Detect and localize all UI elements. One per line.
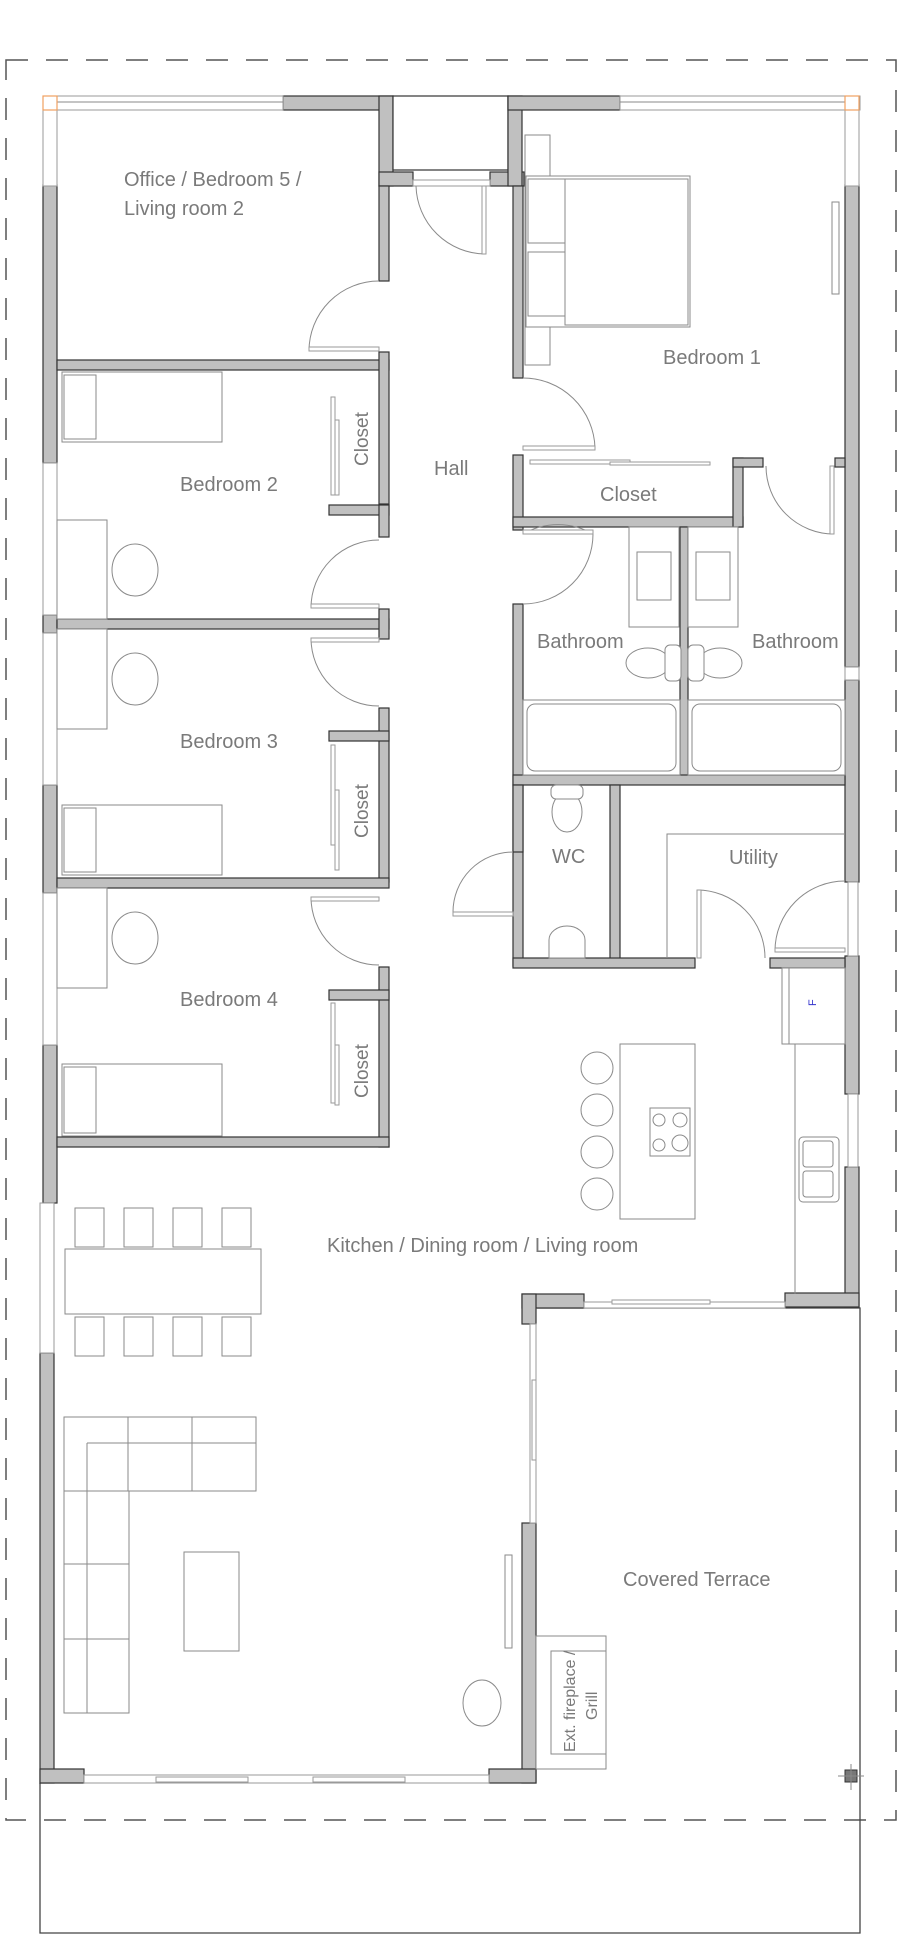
dining-table (64, 1248, 262, 1315)
pillow (527, 251, 566, 317)
label-bathroom-left: Bathroom (537, 631, 624, 653)
label-utility: Utility (729, 847, 778, 869)
bar-stool (580, 1177, 614, 1211)
label-fireplace-line1: Ext. fireplace / (562, 1650, 579, 1752)
label-bedroom-2: Bedroom 2 (180, 474, 278, 496)
fridge (781, 967, 846, 1045)
label-office-line1: Office / Bedroom 5 / (124, 169, 302, 191)
windows (39, 95, 861, 1784)
sink (636, 551, 672, 601)
label-closet-bedroom-3: Closet (352, 783, 373, 838)
desk-chair (111, 911, 159, 965)
window-corner-marker (42, 95, 58, 111)
pillow (527, 178, 566, 244)
label-hall: Hall (434, 458, 468, 480)
desk (56, 519, 108, 620)
label-closet-bedroom-2: Closet (352, 411, 373, 466)
label-bathroom-right: Bathroom (752, 631, 839, 653)
bar-stool (580, 1093, 614, 1127)
window-corner-marker (844, 95, 860, 111)
label-wc: WC (552, 846, 585, 868)
bathtub (526, 703, 677, 772)
fridge-mark: F (807, 999, 819, 1006)
label-fireplace-line2: Grill (584, 1692, 601, 1720)
label-office-line2: Living room 2 (124, 198, 244, 220)
bathtub (691, 703, 842, 772)
tv (831, 201, 840, 295)
label-covered-terrace: Covered Terrace (623, 1569, 770, 1591)
sink (695, 551, 731, 601)
label-kitchen-living: Kitchen / Dining room / Living room (327, 1235, 638, 1257)
wc-sink (548, 925, 586, 959)
toilet (697, 647, 743, 679)
furniture: F (56, 134, 864, 1790)
property-boundary (5, 59, 897, 1821)
bar-stool (580, 1135, 614, 1169)
desk-chair (111, 652, 159, 706)
label-closet-master: Closet (600, 484, 657, 506)
label-bedroom-1: Bedroom 1 (663, 347, 761, 369)
doors (308, 179, 846, 1106)
bar-stool (580, 1051, 614, 1085)
desk (56, 887, 108, 989)
room-labels: Office / Bedroom 5 / Living room 2 Bedro… (124, 169, 839, 1752)
label-bedroom-3: Bedroom 3 (180, 731, 278, 753)
coffee-table (183, 1551, 240, 1652)
terrace-outline (39, 1307, 861, 1934)
desk (56, 628, 108, 730)
label-closet-bedroom-4: Closet (352, 1043, 373, 1098)
toilet (625, 647, 671, 679)
tv (504, 1554, 513, 1649)
desk-chair (111, 543, 159, 597)
label-bedroom-4: Bedroom 4 (180, 989, 278, 1011)
armchair (462, 1679, 502, 1727)
